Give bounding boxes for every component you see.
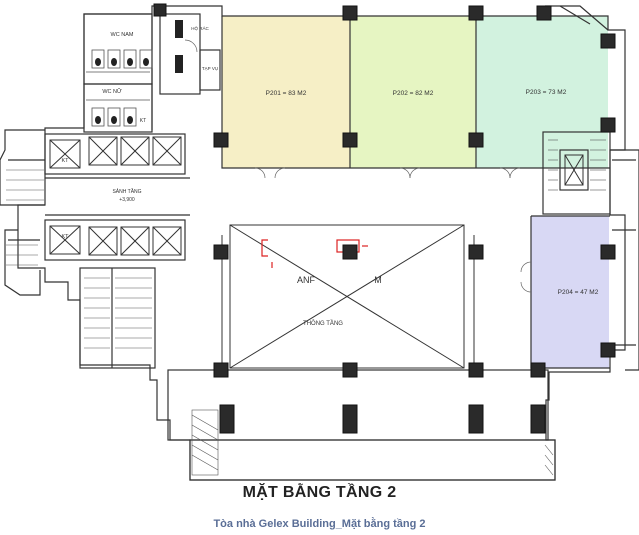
room-label-p201: P201 = 83 M2 [266,90,307,97]
room-label-p204: P204 = 47 M2 [558,289,599,296]
label-void-fragment-right: M [374,275,382,285]
label-kt-top: KT [61,158,69,164]
room-p203 [476,16,608,168]
stair-treads [6,139,606,349]
room-p201 [222,16,350,168]
plan-title: MẶT BẰNG TẦNG 2 [242,484,397,501]
plan-caption: Tòa nhà Gelex Building_Mặt bằng tầng 2 [213,518,426,530]
label-void-fragment-left: ANF [297,275,316,285]
hatched-landing [191,409,554,476]
label-sanh-level: +3,900 [119,197,135,203]
room-p204 [531,216,609,368]
door-swings [184,39,532,293]
room-label-p202: P202 = 82 M2 [393,90,434,97]
columns [153,3,616,434]
walls [0,5,639,481]
label-kt-mid: KT [61,234,69,240]
label-thong-tang: THÔNG TẦNG [303,320,343,327]
toilet-bowls [95,20,183,124]
label-ho-rac: HỘ RÁC [191,25,209,31]
label-kt-small: KT [140,118,146,124]
label-tap-vu: TẠP VỤ [202,66,218,71]
toilet-fixtures [86,49,153,127]
room-p202 [350,16,476,168]
label-sanh-tang: SẢNH TẦNG [112,188,141,195]
room-label-p203: P203 = 73 M2 [526,89,567,96]
elevators [49,136,584,256]
label-wc-nam: WC NAM [111,32,134,38]
label-wc-nu: WC NỮ [102,88,122,95]
